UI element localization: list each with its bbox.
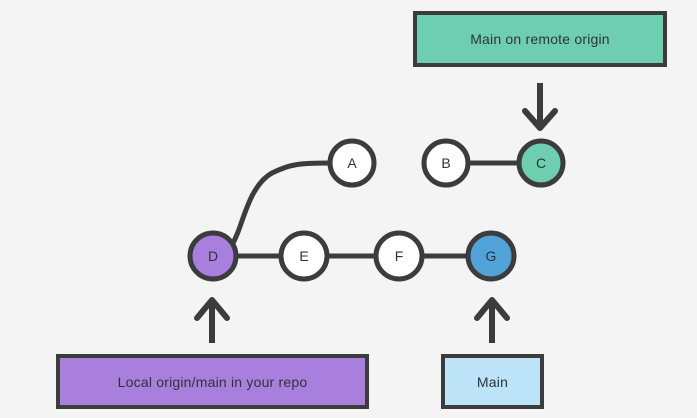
commit-node-g[interactable] [465,230,517,282]
commit-node-f[interactable] [373,230,425,282]
commit-nodes-bottom [187,230,517,282]
commit-node-e[interactable] [278,230,330,282]
label-box-remote-text: Main on remote origin [470,31,610,47]
commit-node-b[interactable] [421,138,471,188]
arrow-head-down-icon [522,108,558,131]
commit-node-c[interactable] [516,138,566,188]
arrow-local-to-d [194,297,230,343]
arrow-remote-to-c [522,83,558,131]
arrow-head-up-main-icon [474,297,510,321]
commit-node-a[interactable] [327,138,377,188]
label-box-local-origin-main[interactable]: Local origin/main in your repo [56,354,369,409]
arrow-head-up-local-icon [194,297,230,321]
label-box-local-text: Local origin/main in your repo [117,373,308,390]
commit-node-d[interactable] [187,230,239,282]
label-box-main-text: Main [476,373,509,390]
label-box-main-on-remote-origin[interactable]: Main on remote origin [413,11,667,67]
label-box-main[interactable]: Main [441,354,544,409]
arrow-main-to-g [474,297,510,343]
commit-nodes-top [327,138,566,188]
